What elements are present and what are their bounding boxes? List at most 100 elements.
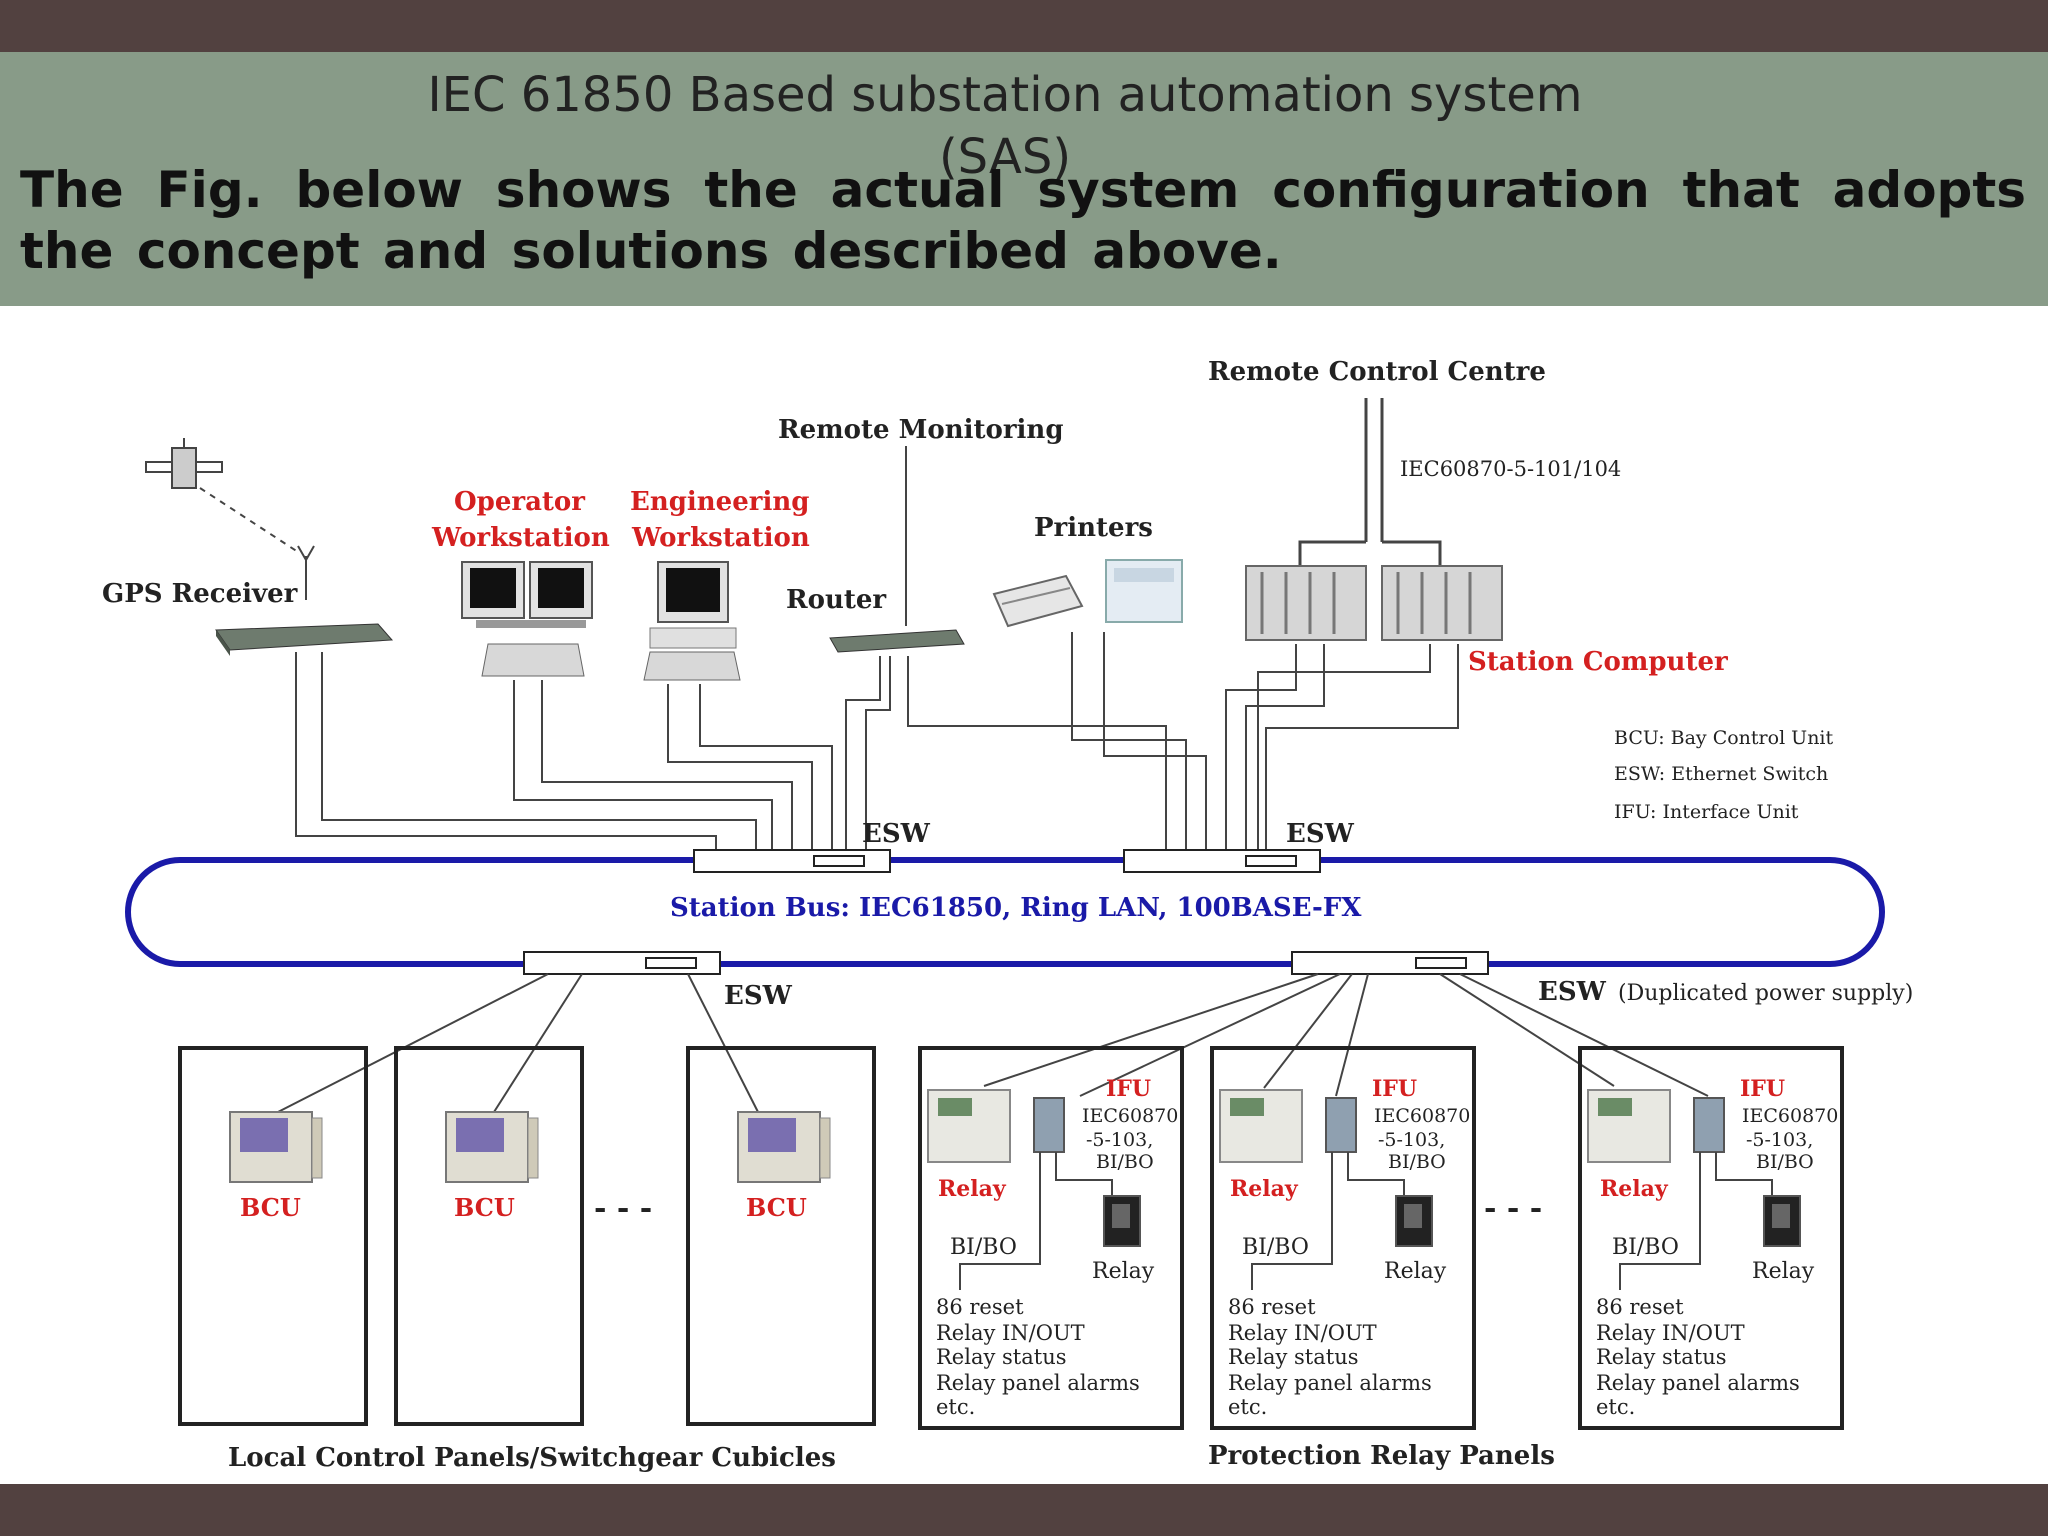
relay-label-1b: Relay <box>1092 1259 1155 1284</box>
gps-receiver-label: GPS Receiver <box>102 579 298 609</box>
station-computer-label: Station Computer <box>1468 647 1728 677</box>
relay-panels-dashes: - - - <box>1484 1191 1542 1226</box>
engineering-workstation-label-2: Workstation <box>631 523 810 553</box>
protection-panels-caption: Protection Relay Panels <box>1208 1441 1555 1471</box>
relay-signal-1-1: 86 reset <box>936 1295 1024 1319</box>
engineering-workstation-icon <box>643 561 741 681</box>
dot-matrix-printer-icon <box>992 574 1084 628</box>
protection-relay-panel-1 <box>918 1046 1184 1430</box>
local-control-panel-1 <box>178 1046 368 1426</box>
printers-label: Printers <box>1034 513 1153 543</box>
slide-intro-text: The Fig. below shows the actual system c… <box>20 161 2026 280</box>
router-device <box>829 629 965 653</box>
bcu-device-2 <box>445 1111 539 1183</box>
aux-relay-device-2 <box>1395 1195 1433 1247</box>
ifu-protocol-2c: BI/BO <box>1388 1151 1446 1173</box>
relay-signal-1-5: etc. <box>936 1395 975 1419</box>
ifu-protocol-3b: -5-103, <box>1746 1129 1813 1151</box>
station-computer-icon-1 <box>1245 565 1367 641</box>
local-control-panel-2 <box>394 1046 584 1426</box>
relay-signal-2-4: Relay panel alarms <box>1228 1371 1432 1395</box>
esw-label-upper-right: ESW <box>1286 819 1355 849</box>
ifu-protocol-1a: IEC60870 <box>1082 1105 1178 1127</box>
station-bus-ring <box>125 857 1885 967</box>
relay-signal-3-5: etc. <box>1596 1395 1635 1419</box>
esw-label-duplicated: ESW <box>1538 977 1607 1007</box>
remote-control-centre-label: Remote Control Centre <box>1208 357 1546 387</box>
bcu-device-1 <box>229 1111 323 1183</box>
operator-workstation-label-2: Workstation <box>431 523 610 553</box>
ifu-label-2: IFU <box>1372 1076 1417 1102</box>
ifu-device-3 <box>1693 1097 1725 1153</box>
bcu-device-3 <box>737 1111 831 1183</box>
relay-signal-3-3: Relay status <box>1596 1345 1727 1369</box>
legend-bcu: BCU: Bay Control Unit <box>1614 727 1834 749</box>
local-control-panel-3 <box>686 1046 876 1426</box>
ifu-label-1: IFU <box>1106 1076 1151 1102</box>
local-panels-caption: Local Control Panels/Switchgear Cubicles <box>228 1443 836 1473</box>
esw-switch-lower-left <box>523 951 721 975</box>
bibo-label-3: BI/BO <box>1612 1235 1679 1260</box>
station-bus-label: Station Bus: IEC61850, Ring LAN, 100BASE… <box>670 893 1362 923</box>
esw-switch-upper-right <box>1123 849 1321 873</box>
aux-relay-device-1 <box>1103 1195 1141 1247</box>
ifu-protocol-1b: -5-103, <box>1086 1129 1153 1151</box>
ifu-protocol-1c: BI/BO <box>1096 1151 1154 1173</box>
router-label: Router <box>786 585 886 615</box>
legend-ifu: IFU: Interface Unit <box>1614 801 1799 823</box>
relay-label-1a: Relay <box>938 1176 1007 1202</box>
protection-relay-panel-3 <box>1578 1046 1844 1430</box>
relay-signal-3-2: Relay IN/OUT <box>1596 1321 1745 1345</box>
ifu-protocol-2b: -5-103, <box>1378 1129 1445 1151</box>
relay-signal-1-2: Relay IN/OUT <box>936 1321 1085 1345</box>
gps-antenna-icon <box>297 545 315 600</box>
bibo-label-2: BI/BO <box>1242 1235 1309 1260</box>
operator-workstation-label-1: Operator <box>454 487 585 517</box>
relay-signal-2-3: Relay status <box>1228 1345 1359 1369</box>
slide-title: IEC 61850 Based substation automation sy… <box>427 67 1583 185</box>
esw-label-lower-left: ESW <box>724 981 793 1011</box>
relay-label-3b: Relay <box>1752 1259 1815 1284</box>
bcu-dashes: - - - <box>594 1191 652 1226</box>
aux-relay-device-3 <box>1763 1195 1801 1247</box>
relay-device-2 <box>1219 1089 1303 1163</box>
esw-switch-lower-right <box>1291 951 1489 975</box>
relay-signal-3-4: Relay panel alarms <box>1596 1371 1800 1395</box>
esw-switch-upper-left <box>693 849 891 873</box>
duplicated-power-label: (Duplicated power supply) <box>1618 981 1913 1006</box>
bcu-label-1: BCU <box>240 1193 301 1222</box>
relay-signal-2-5: etc. <box>1228 1395 1267 1419</box>
top-frame-bar <box>0 0 2048 52</box>
legend-esw: ESW: Ethernet Switch <box>1614 763 1828 785</box>
protocol-101-104-label: IEC60870-5-101/104 <box>1400 457 1621 481</box>
relay-signal-2-1: 86 reset <box>1228 1295 1316 1319</box>
relay-label-2a: Relay <box>1230 1176 1299 1202</box>
station-computer-icon-2 <box>1381 565 1503 641</box>
esw-label-upper-left: ESW <box>862 819 931 849</box>
slide-header <box>0 52 2048 306</box>
sas-diagram: Remote Control Centre IEC60870-5-101/104… <box>102 357 1913 1473</box>
bibo-label-1: BI/BO <box>950 1235 1017 1260</box>
ifu-protocol-3a: IEC60870 <box>1742 1105 1838 1127</box>
bottom-frame-bar <box>0 1484 2048 1536</box>
relay-signal-1-3: Relay status <box>936 1345 1067 1369</box>
ifu-protocol-2a: IEC60870 <box>1374 1105 1470 1127</box>
protection-relay-panel-2 <box>1210 1046 1476 1430</box>
ifu-protocol-3c: BI/BO <box>1756 1151 1814 1173</box>
bcu-label-2: BCU <box>454 1193 515 1222</box>
satellite-icon <box>145 438 223 489</box>
relay-signal-1-4: Relay panel alarms <box>936 1371 1140 1395</box>
relay-signal-3-1: 86 reset <box>1596 1295 1684 1319</box>
operator-workstation-icon <box>461 561 593 677</box>
laser-printer-icon <box>1105 559 1183 623</box>
remote-monitoring-label: Remote Monitoring <box>778 415 1064 445</box>
relay-label-3a: Relay <box>1600 1176 1669 1202</box>
gps-receiver-device <box>215 623 394 656</box>
engineering-workstation-label-1: Engineering <box>630 487 809 517</box>
ifu-label-3: IFU <box>1740 1076 1785 1102</box>
relay-signal-2-2: Relay IN/OUT <box>1228 1321 1377 1345</box>
relay-device-1 <box>927 1089 1011 1163</box>
ifu-device-1 <box>1033 1097 1065 1153</box>
ifu-device-2 <box>1325 1097 1357 1153</box>
relay-label-2b: Relay <box>1384 1259 1447 1284</box>
